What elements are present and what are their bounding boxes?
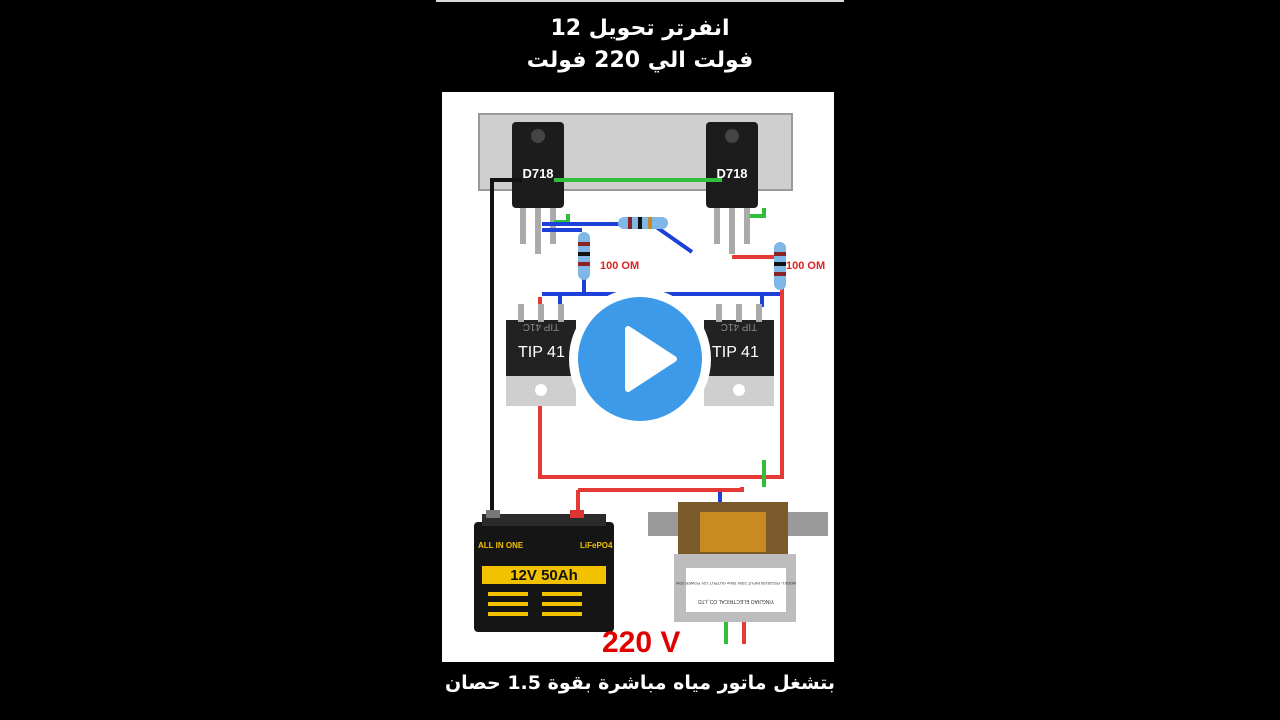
transistor-right: D718 <box>706 122 758 254</box>
battery-label: 12V 50Ah <box>510 567 578 584</box>
transistor-left: D718 <box>512 122 564 254</box>
driver-right: TIP 41C TIP 41 <box>704 304 774 406</box>
driver-left: TIP 41C TIP 41 <box>506 304 576 406</box>
transformer-maker: YINGJIAO ELECTRICAL CO.,LTD <box>698 598 775 604</box>
video-caption: بتشغل ماتور مياه مباشرة بقوة 1.5 حصان <box>444 672 836 694</box>
circuit-diagram: D718 D718 <box>442 92 834 662</box>
top-divider <box>436 0 844 2</box>
resistor-right <box>774 242 786 290</box>
resistor-middle <box>618 217 668 229</box>
green-wire-right <box>750 208 766 218</box>
transformer-specs: MODEL: RS125100 INPUT 230V 50Hz OUTPUT 1… <box>675 581 796 586</box>
battery: ALL IN ONE LiFePO4 12V 50Ah <box>474 510 614 632</box>
battery-brand: ALL IN ONE <box>478 541 524 550</box>
driver-left-mirror-text: TIP 41C <box>523 321 560 332</box>
red-wire-transformer <box>578 487 744 492</box>
output-voltage-label: 220 V <box>602 626 680 659</box>
play-button[interactable] <box>569 288 711 430</box>
video-title-line-1: انفرتر تحويل 12 <box>550 16 730 41</box>
resistor-right-label: 100 OM <box>786 260 825 272</box>
green-wire-left <box>554 214 570 224</box>
resistor-left-label: 100 OM <box>600 260 639 272</box>
play-button-circle[interactable] <box>578 297 702 421</box>
circuit-svg: D718 D718 <box>474 113 828 659</box>
driver-left-label: TIP 41 <box>518 344 565 361</box>
driver-right-label: TIP 41 <box>712 344 759 361</box>
battery-chem: LiFePO4 <box>580 541 613 550</box>
video-title-line-2: فولت الي 220 فولت <box>526 48 754 73</box>
transistor-left-label: D718 <box>522 166 553 181</box>
driver-right-mirror-text: TIP 41C <box>721 321 758 332</box>
transistor-right-label: D718 <box>716 166 747 181</box>
resistor-left <box>578 232 590 280</box>
transformer: YINGJIAO ELECTRICAL CO.,LTD MODEL: RS125… <box>648 502 828 644</box>
play-icon <box>625 326 677 392</box>
